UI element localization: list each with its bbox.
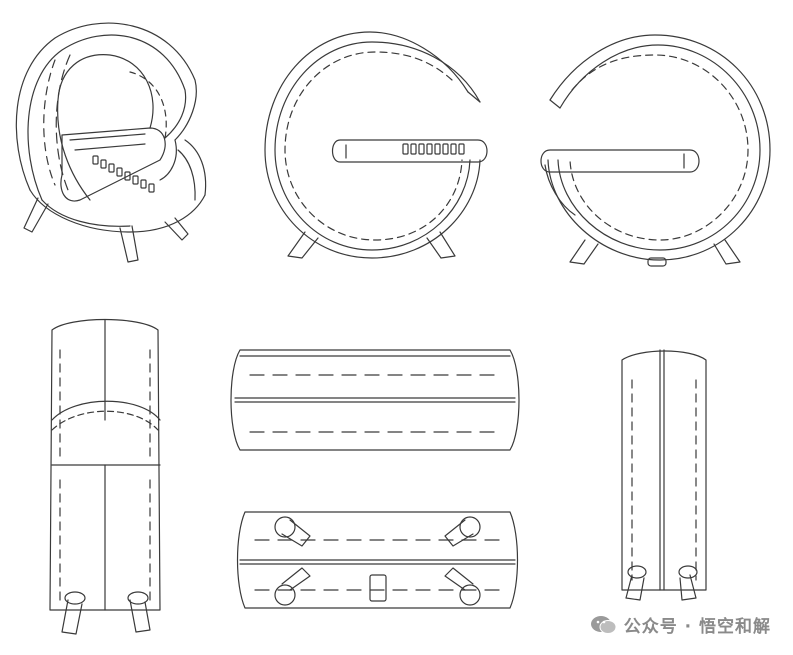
foot-top-left: [274, 516, 311, 547]
top-view: [230, 349, 520, 451]
foot-bottom-right: [444, 567, 481, 606]
watermark-text: 公众号 · 悟空和解: [623, 617, 771, 637]
front-view: [264, 31, 488, 259]
wechat-logo-icon: [590, 615, 617, 634]
bottom-view: [236, 511, 519, 609]
left-side-view: [49, 318, 161, 635]
foot-bottom-left: [274, 567, 311, 606]
perspective-view: [15, 22, 207, 263]
rear-view: [540, 34, 771, 267]
foot-top-right: [444, 516, 481, 547]
right-side-view: [621, 349, 707, 601]
watermark: 公众号 · 悟空和解: [590, 612, 771, 637]
